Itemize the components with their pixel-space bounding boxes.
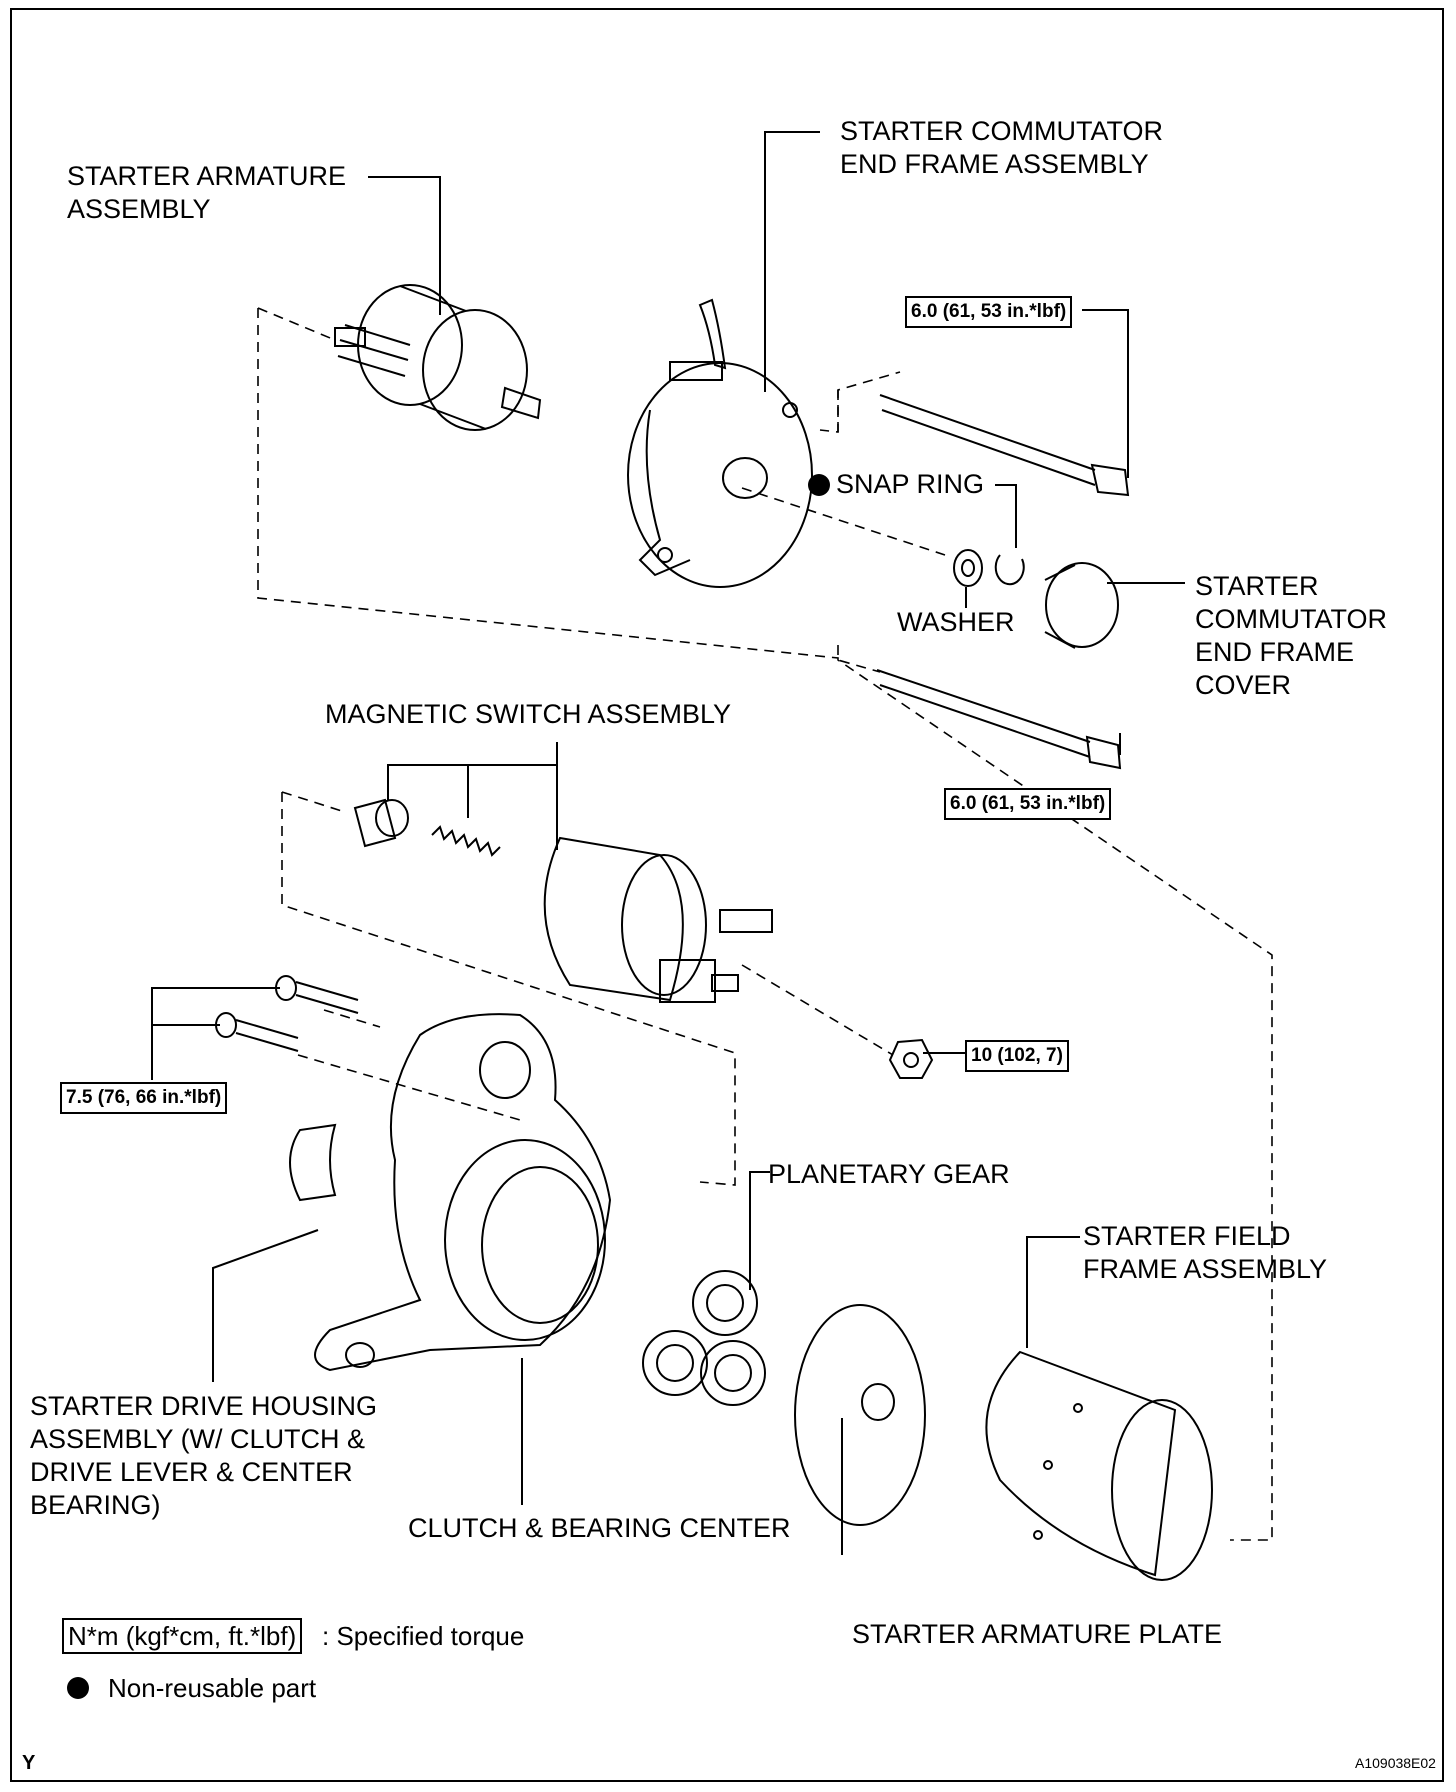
diagram-frame	[10, 8, 1444, 1782]
planetary-gears-part	[642, 1270, 766, 1406]
label-starter-armature-plate: STARTER ARMATURE PLATE	[852, 1619, 1223, 1649]
housing-bolts-part	[215, 975, 359, 1052]
torque-through-bolt-lower: 6.0 (61, 53 in.*lbf)	[944, 788, 1112, 820]
dashed-axis-lines	[257, 307, 1273, 1541]
armature-plate-part	[794, 1304, 926, 1526]
armature-part	[334, 284, 542, 431]
legend-torque-unit-box: N*m (kgf*cm, ft.*lbf)	[62, 1618, 303, 1654]
commutator-end-frame-part	[627, 298, 813, 588]
label-commutator-end-frame-cover: STARTER COMMUTATOR END FRAME COVER	[1195, 571, 1387, 700]
torque-housing-bolts: 7.5 (76, 66 in.*lbf)	[60, 1082, 228, 1114]
legend-bullet-icon	[67, 1677, 89, 1699]
legend-non-reusable-text: Non-reusable part	[108, 1673, 317, 1703]
washer-snapring-cover	[953, 549, 1119, 649]
label-starter-field-frame-assembly: STARTER FIELD FRAME ASSEMBLY	[1083, 1221, 1328, 1284]
terminal-nut-part	[888, 1038, 934, 1079]
leader-lines	[151, 131, 1185, 1555]
figure-id: A109038E02	[1355, 1755, 1436, 1771]
through-bolts	[876, 394, 1130, 770]
corner-mark: Y	[22, 1752, 36, 1774]
magnetic-switch-part	[353, 798, 773, 1003]
label-starter-drive-housing-assembly: STARTER DRIVE HOUSING ASSEMBLY (W/ CLUTC…	[30, 1391, 378, 1520]
label-planetary-gear: PLANETARY GEAR	[768, 1159, 1010, 1189]
non-reusable-bullet-icon	[808, 474, 830, 496]
legend-torque-text: : Specified torque	[322, 1621, 525, 1651]
label-commutator-end-frame-assembly: STARTER COMMUTATOR END FRAME ASSEMBLY	[840, 116, 1163, 179]
torque-through-bolt-upper: 6.0 (61, 53 in.*lbf)	[905, 296, 1073, 328]
field-frame-part	[985, 1350, 1213, 1581]
torque-terminal-nut: 10 (102, 7)	[965, 1040, 1069, 1072]
label-snap-ring: SNAP RING	[836, 469, 985, 499]
label-washer: WASHER	[897, 607, 1015, 637]
drive-housing-part	[289, 1013, 612, 1372]
label-clutch-bearing-center: CLUTCH & BEARING CENTER	[408, 1513, 791, 1543]
label-magnetic-switch-assembly: MAGNETIC SWITCH ASSEMBLY	[325, 699, 732, 729]
label-starter-armature-assembly: STARTER ARMATURE ASSEMBLY	[67, 161, 347, 224]
